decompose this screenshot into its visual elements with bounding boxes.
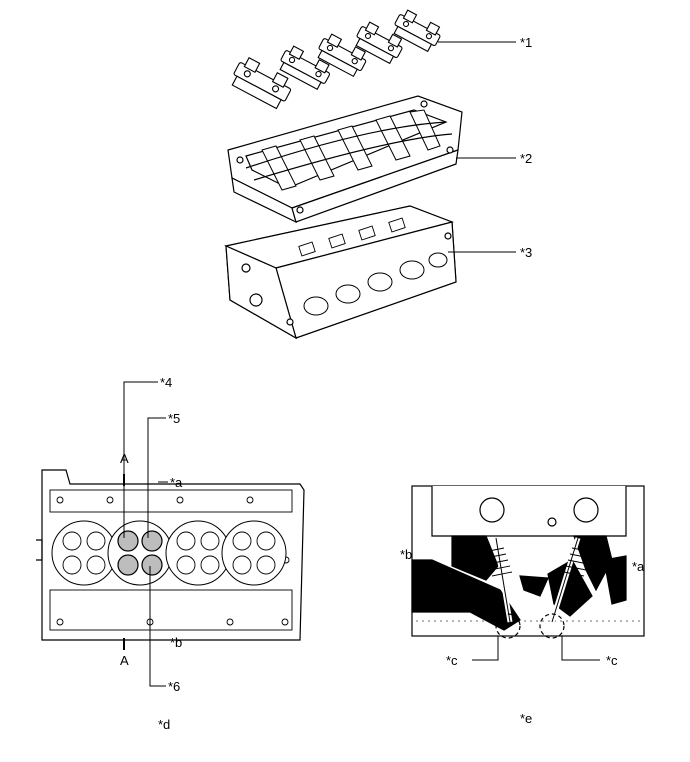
camshaft-bearing-caps <box>231 9 441 110</box>
callout-6: *6 <box>168 679 181 694</box>
callout-2: *2 <box>520 151 533 166</box>
view-label-e: *e <box>520 711 533 726</box>
cylinder-head-bottom-view <box>36 469 305 641</box>
cross-section-leaders <box>472 636 600 661</box>
callout-c-left: *c <box>446 653 458 668</box>
section-mark-bottom: A <box>120 653 129 668</box>
section-mark-top: A <box>120 451 129 466</box>
bearing-cap <box>355 21 403 65</box>
callout-c-right: *c <box>606 653 618 668</box>
callout-a-section: *a <box>632 559 645 574</box>
bearing-cap <box>279 45 330 90</box>
callout-leaders <box>123 381 168 687</box>
cylinder-head <box>224 205 457 340</box>
cross-section-view <box>411 485 645 639</box>
callout-b-bottom-view: *b <box>170 635 183 650</box>
callout-a-bottom-view: *a <box>170 475 183 490</box>
callout-b-section: *b <box>400 547 413 562</box>
camshaft-housing <box>227 95 463 224</box>
bearing-cap <box>317 33 367 78</box>
callout-1: *1 <box>520 35 533 50</box>
highlighted-valve-seats <box>117 530 163 576</box>
callout-4: *4 <box>160 375 173 390</box>
callout-3: *3 <box>520 245 533 260</box>
view-label-d: *d <box>158 717 171 732</box>
callout-5: *5 <box>168 411 181 426</box>
bearing-cap <box>393 9 441 53</box>
bearing-cap <box>231 57 292 110</box>
